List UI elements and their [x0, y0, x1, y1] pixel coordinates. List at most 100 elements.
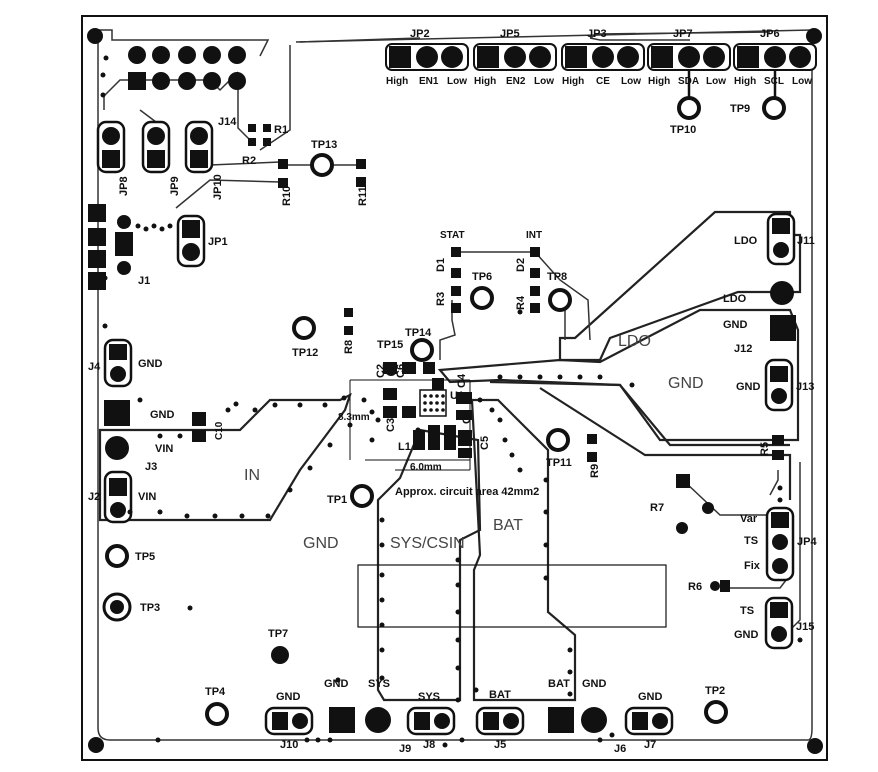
image-frame — [81, 15, 828, 761]
jumper-jp6 — [733, 43, 817, 71]
connector-j12-ldo-pad — [770, 281, 794, 305]
j7-gnd-label: GND — [638, 691, 663, 703]
j4-gnd-label: GND — [138, 358, 163, 370]
test-point-tp1 — [350, 484, 374, 508]
j10-label: J10 — [280, 739, 298, 751]
bottom-bat-pad — [548, 707, 574, 733]
tp2-label: TP2 — [705, 685, 725, 697]
test-point-tp9 — [762, 96, 786, 120]
jp2-high-label: High — [386, 76, 408, 87]
j5-label: J5 — [494, 739, 506, 751]
c4-label: C4 — [456, 373, 468, 388]
bottom-gnd-label: GND — [324, 678, 349, 690]
jumper-jp5 — [473, 43, 557, 71]
jumper-jp10 — [184, 120, 214, 174]
tp14-label: TP14 — [405, 327, 432, 339]
j12-label: J12 — [734, 343, 752, 355]
jp3-low-label: Low — [621, 76, 641, 87]
r6-label: R6 — [688, 581, 702, 593]
test-point-tp11 — [546, 428, 570, 452]
j12-ldo-label: LDO — [723, 293, 747, 305]
mount-hole-br — [807, 738, 823, 754]
tp6-label: TP6 — [472, 271, 492, 283]
test-point-tp6 — [470, 286, 494, 310]
bottom-sys-label: SYS — [368, 678, 390, 690]
j13-gnd-label: GND — [736, 381, 761, 393]
jp1-label: JP1 — [208, 236, 228, 248]
r10-label: R10 — [281, 186, 293, 206]
tp9-label: TP9 — [730, 103, 750, 115]
r5-label: R5 — [759, 442, 771, 456]
connector-j1-pads — [88, 204, 133, 290]
c3-label: C3 — [385, 418, 397, 432]
r5-pad-top — [772, 435, 784, 445]
c10-label: C10 — [214, 421, 225, 440]
jp8-label: JP8 — [118, 176, 130, 196]
c1-label: C1 — [461, 410, 473, 424]
connector-j3-vin-pad — [105, 436, 129, 460]
jp4-label: JP4 — [797, 536, 817, 548]
bottom-gnd-pad — [329, 707, 355, 733]
d1-label: D1 — [435, 258, 447, 272]
net-label-sys-csin: SYS/CSIN — [390, 535, 465, 552]
j15-gnd-label: GND — [734, 629, 759, 641]
connector-j14 — [128, 46, 246, 90]
jp6-low-label: Low — [792, 76, 812, 87]
j4-label: J4 — [88, 361, 101, 373]
circuit-area-note: Approx. circuit area 42mm2 — [395, 486, 539, 498]
net-label-ldo: LDO — [618, 333, 651, 350]
traces — [98, 31, 802, 702]
test-point-tp12 — [292, 316, 316, 340]
j14-label: J14 — [218, 116, 237, 128]
connector-j12-gnd-pad — [770, 315, 796, 341]
jumper-jp3 — [561, 43, 645, 71]
bottom-gnd3-label: GND — [582, 678, 607, 690]
j11-ldo-label: LDO — [734, 235, 758, 247]
jp2-low-label: Low — [447, 76, 467, 87]
dimension-vertical: 8.3mm — [338, 412, 370, 423]
r11-pad-bottom — [356, 177, 366, 187]
jp6-ref: JP6 — [760, 28, 780, 40]
hole-1 — [676, 522, 688, 534]
jp7-mid-label: SDA — [678, 76, 699, 87]
tp7-label: TP7 — [268, 628, 288, 640]
tp8-label: TP8 — [547, 271, 567, 283]
r9-label: R9 — [589, 464, 601, 478]
r8-label: R8 — [343, 340, 355, 354]
r7-label: R7 — [650, 502, 664, 514]
top-jumper-labels: JP2 High EN1 Low JP5 High EN2 Low JP3 Hi… — [386, 28, 812, 87]
d2-label: D2 — [515, 258, 527, 272]
connector-j4 — [103, 338, 133, 388]
r2-label: R2 — [242, 155, 256, 167]
j13-label: J13 — [796, 381, 814, 393]
test-point-tp14 — [410, 338, 434, 362]
dimension-horizontal: 6.0mm — [410, 462, 442, 473]
c5-label: C5 — [479, 436, 491, 450]
r7-pad — [676, 474, 690, 488]
tp5-label: TP5 — [135, 551, 155, 563]
jp2-ref: JP2 — [410, 28, 430, 40]
test-point-tp13 — [310, 153, 334, 177]
stat-label: STAT — [440, 230, 465, 241]
r8-pad-top — [344, 308, 353, 317]
tp13-label: TP13 — [311, 139, 337, 151]
r6-pad-2 — [720, 580, 730, 592]
mount-hole-bl — [88, 737, 104, 753]
jp3-high-label: High — [562, 76, 584, 87]
tp3-label: TP3 — [140, 602, 160, 614]
test-point-tp5 — [105, 544, 129, 568]
via-stitching — [100, 55, 803, 748]
j15-ts-label: TS — [740, 605, 754, 617]
jp5-high-label: High — [474, 76, 496, 87]
jumper-jp9 — [141, 120, 171, 174]
resistor-r1-pads — [248, 124, 271, 146]
c2-label: C2 — [375, 364, 387, 378]
bottom-bat-label: BAT — [548, 678, 570, 690]
connector-j3-gnd-pad — [104, 400, 130, 426]
jp5-mid-label: EN2 — [506, 76, 526, 87]
jp4-ts-label: TS — [744, 535, 758, 547]
jumper-jp7 — [647, 43, 731, 71]
r6-pad-1 — [710, 581, 720, 591]
connector-j11 — [766, 212, 796, 266]
